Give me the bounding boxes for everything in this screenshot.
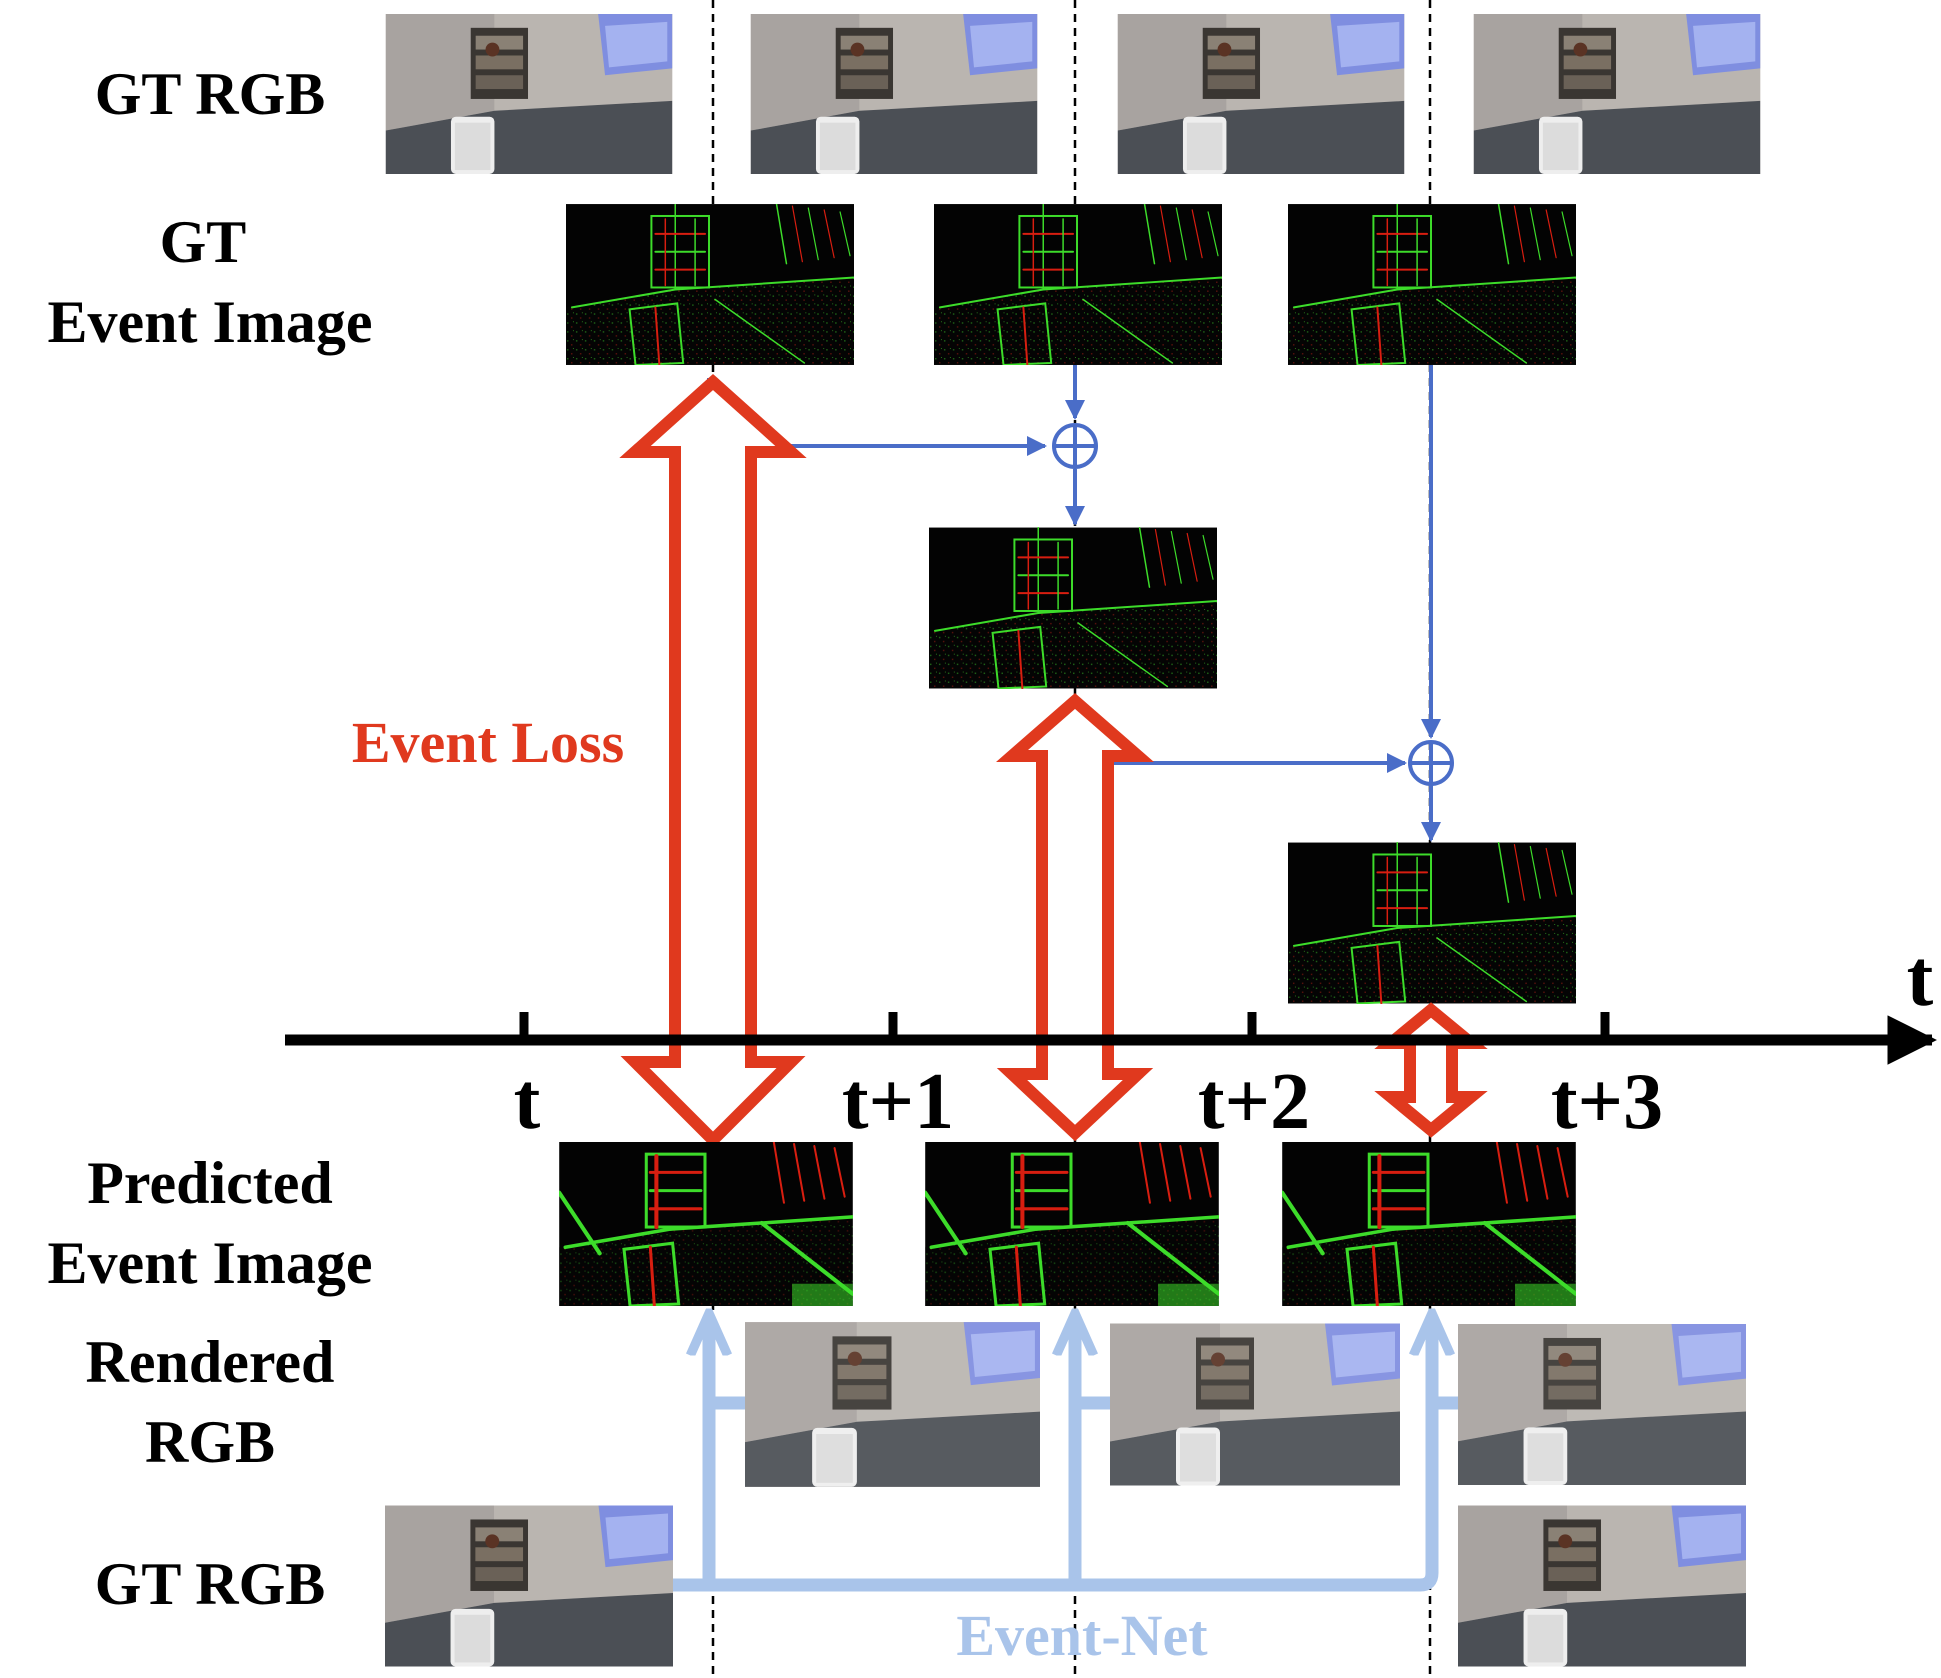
rendered-rgb-image xyxy=(1458,1324,1746,1485)
predicted-event-image xyxy=(559,1142,853,1306)
gt-rgb-image xyxy=(385,1505,673,1667)
tick-label-t: t xyxy=(514,1058,541,1146)
gt-event-image xyxy=(566,204,854,365)
circle-plus-icon xyxy=(1052,423,1098,469)
predicted-event-image xyxy=(1282,1142,1576,1306)
gt-rgb-image xyxy=(1117,14,1405,174)
gt-event-row xyxy=(566,204,1576,365)
label-predicted-line1: Predicted xyxy=(87,1150,332,1216)
axis-label: t xyxy=(1907,935,1934,1023)
gt-rgb-image xyxy=(1458,1505,1746,1667)
rendered-rgb-image xyxy=(745,1322,1040,1487)
gt-rgb-image xyxy=(385,14,673,174)
label-gt-event-line1: GT xyxy=(160,209,247,275)
loss-arrow-large xyxy=(619,373,807,1149)
tick-label-t1: t+1 xyxy=(842,1058,954,1146)
label-gt-event-line2: Event Image xyxy=(48,289,373,355)
row-labels: GT RGB GT Event Image Predicted Event Im… xyxy=(48,61,373,1617)
label-gt-rgb-bottom: GT RGB xyxy=(95,1551,326,1617)
event-net-connectors xyxy=(672,1318,1458,1592)
label-rendered-line1: Rendered xyxy=(86,1329,335,1395)
event-net-bus xyxy=(672,1320,1439,1592)
event-net-label: Event-Net xyxy=(956,1603,1208,1668)
event-loss-label: Event Loss xyxy=(352,710,624,775)
rendered-rgb-row xyxy=(745,1322,1746,1487)
circle-plus-icon xyxy=(1408,740,1454,786)
rendered-rgb-image xyxy=(1110,1323,1400,1486)
gt-event-image xyxy=(934,204,1222,365)
accumulated-event-image-2 xyxy=(1288,842,1576,1004)
gt-event-image xyxy=(1288,204,1576,365)
accumulated-event-image-1 xyxy=(929,527,1217,689)
gt-rgb-image xyxy=(1473,14,1761,174)
gt-rgb-top-row xyxy=(385,14,1761,174)
predicted-event-image xyxy=(925,1142,1219,1306)
gt-rgb-image xyxy=(750,14,1038,174)
label-gt-rgb-top: GT RGB xyxy=(95,61,326,127)
loss-arrow-medium xyxy=(996,693,1154,1142)
predicted-event-row xyxy=(559,1142,1576,1306)
label-rendered-line2: RGB xyxy=(145,1409,275,1475)
loss-arrow-small xyxy=(1374,1002,1488,1138)
tick-label-t3: t+3 xyxy=(1551,1058,1663,1146)
time-axis: t t+1 t+2 t+3 t xyxy=(285,935,1937,1146)
tick-label-t2: t+2 xyxy=(1198,1058,1310,1146)
label-predicted-line2: Event Image xyxy=(48,1230,373,1296)
